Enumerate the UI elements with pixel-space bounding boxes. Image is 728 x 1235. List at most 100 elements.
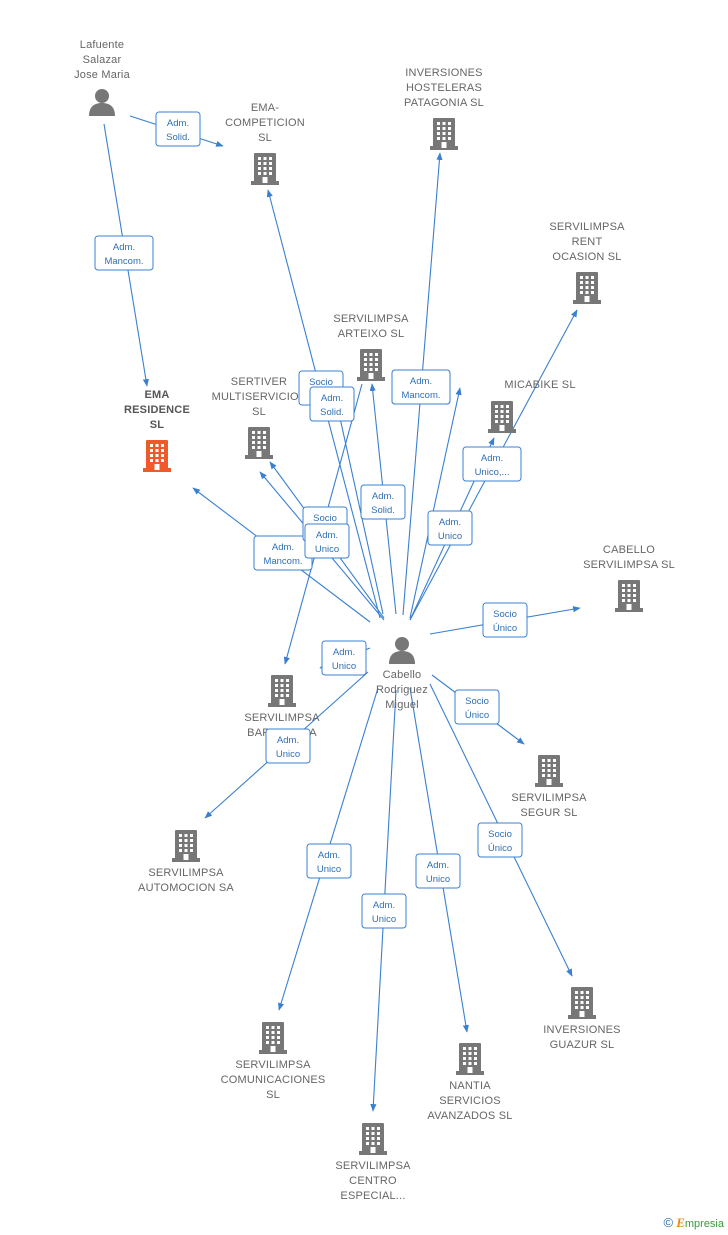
building-icon bbox=[268, 675, 296, 707]
node-label-line: SL bbox=[266, 1089, 280, 1101]
relation-label[interactable]: Adm. Solid. bbox=[155, 111, 201, 147]
relation-label-line: Adm. bbox=[318, 850, 340, 861]
relation-label[interactable]: Adm. Unico bbox=[427, 510, 473, 546]
node-label-line: RESIDENCE bbox=[124, 404, 190, 416]
edge-cabello_miguel-to-micabike bbox=[409, 387, 462, 619]
relation-label-line: Mancom. bbox=[104, 256, 143, 267]
node-micabike[interactable]: MICABIKE SL bbox=[488, 379, 576, 433]
node-label-line: Lafuente bbox=[80, 39, 124, 51]
relation-label-box bbox=[482, 602, 528, 638]
relation-label-box bbox=[391, 369, 451, 405]
relation-label[interactable]: Adm.Unico bbox=[265, 728, 311, 764]
relation-label-line: Unico bbox=[372, 914, 396, 925]
brand-logo-initial: E bbox=[676, 1215, 685, 1230]
node-label-line: MICABIKE SL bbox=[504, 379, 575, 391]
relation-label-line: Adm. bbox=[272, 542, 294, 553]
relation-label-line: Unico bbox=[438, 531, 462, 542]
relation-label-line: Único bbox=[493, 623, 517, 634]
node-label-line: SERVICIOS bbox=[439, 1095, 501, 1107]
node-label-line: HOSTELERAS bbox=[406, 82, 482, 94]
relation-label-line: Adm. bbox=[439, 517, 461, 528]
building-icon bbox=[573, 272, 601, 304]
node-label-line: PATAGONIA SL bbox=[404, 97, 484, 109]
node-label-line: RENT bbox=[572, 236, 603, 248]
node-label-line: MULTISERVICIOS bbox=[212, 391, 307, 403]
relation-label-line: Adm. bbox=[373, 900, 395, 911]
edge-cabello_miguel-to-servilimpsa_arteixo bbox=[331, 385, 384, 615]
relation-label-line: Adm. bbox=[316, 530, 338, 541]
relation-label[interactable]: Adm.Mancom. bbox=[391, 369, 451, 405]
copyright-symbol: © bbox=[663, 1215, 674, 1230]
node-label-line: Miguel bbox=[385, 699, 419, 711]
relation-label-box bbox=[477, 822, 523, 858]
relation-label-line: Socio bbox=[309, 377, 333, 388]
relation-label[interactable]: Adm.Mancom. bbox=[253, 535, 313, 571]
node-label-line: Cabello bbox=[383, 669, 422, 681]
relation-label[interactable]: Adm. Solid. bbox=[360, 484, 406, 520]
relation-label[interactable]: Adm. Unico bbox=[361, 893, 407, 929]
relation-label-line: Solid. bbox=[166, 132, 190, 143]
node-servilimpsa-centro[interactable]: SERVILIMPSACENTROESPECIAL... bbox=[335, 1123, 411, 1202]
node-label-line: SL bbox=[252, 406, 266, 418]
copyright-notice: © Empresia bbox=[664, 1215, 724, 1231]
relation-label-box bbox=[306, 843, 352, 879]
relation-label-line: Único bbox=[488, 843, 512, 854]
relation-label-line: Solid. bbox=[371, 505, 395, 516]
node-label-line: NANTIA bbox=[449, 1080, 491, 1092]
building-icon bbox=[615, 580, 643, 612]
relation-label-line: Unico bbox=[426, 874, 450, 885]
relation-label-line: Socio bbox=[488, 829, 512, 840]
node-servilimpsa-comunicaciones[interactable]: SERVILIMPSA COMUNICACIONES SL bbox=[221, 1022, 326, 1101]
relation-label-line: Socio bbox=[465, 696, 489, 707]
relation-label-box bbox=[309, 386, 355, 422]
node-label-line: ESPECIAL... bbox=[340, 1190, 405, 1202]
relation-label-box bbox=[94, 235, 154, 271]
building-icon bbox=[359, 1123, 387, 1155]
relation-label-box bbox=[427, 510, 473, 546]
relation-label[interactable]: Adm.Solid. bbox=[309, 386, 355, 422]
relation-label[interactable]: Adm.Unico bbox=[321, 640, 367, 676]
relation-label[interactable]: Adm.Unico bbox=[415, 853, 461, 889]
building-icon bbox=[430, 118, 458, 150]
relation-label-line: Adm. bbox=[167, 118, 189, 129]
relation-label-line: Adm. bbox=[481, 453, 503, 464]
relation-label-line: Unico bbox=[315, 544, 339, 555]
node-label-line: SL bbox=[150, 419, 165, 431]
node-label-line: OCASION SL bbox=[552, 251, 621, 263]
relation-label-box bbox=[462, 446, 522, 482]
node-label-line: CENTRO bbox=[349, 1175, 397, 1187]
building-icon bbox=[251, 153, 279, 185]
relation-label[interactable]: Adm.Unico bbox=[306, 843, 352, 879]
relation-label[interactable]: Adm.Mancom. bbox=[94, 235, 154, 271]
building-icon bbox=[245, 427, 273, 459]
relation-label-box bbox=[415, 853, 461, 889]
relation-label[interactable]: Adm. Unico bbox=[304, 523, 350, 559]
node-label-line: SERVILIMPSA bbox=[235, 1059, 311, 1071]
relation-label-line: Solid. bbox=[320, 407, 344, 418]
node-label-line: COMUNICACIONES bbox=[221, 1074, 326, 1086]
relation-label-line: Adm. bbox=[410, 376, 432, 387]
building-icon bbox=[456, 1043, 484, 1075]
relation-label[interactable]: Adm.Unico,... bbox=[462, 446, 522, 482]
relation-label-line: Adm. bbox=[372, 491, 394, 502]
node-label-line: SL bbox=[258, 132, 272, 144]
relation-label-box bbox=[360, 484, 406, 520]
relation-label-line: Unico bbox=[332, 661, 356, 672]
